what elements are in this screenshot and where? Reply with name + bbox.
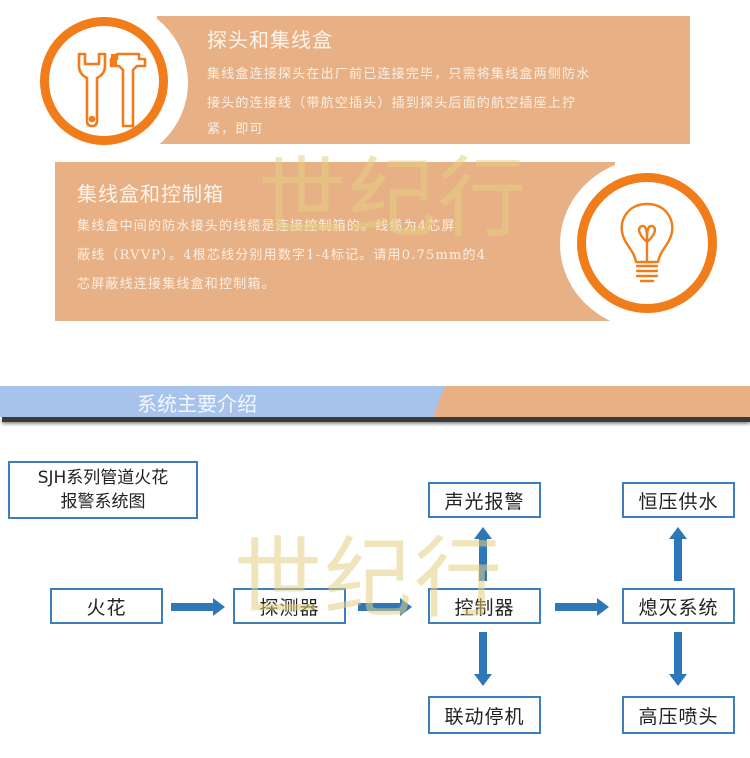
node-extinguish: 熄灭系统 — [622, 588, 735, 624]
tools-icon — [77, 52, 147, 128]
panel-body: 集线盒连接探头在出厂前已连接完毕，只需将集线盒两侧防水 接头的连接线（带航空插头… — [207, 60, 687, 144]
panel-body-line: 蔽线（RVVP）。4根芯线分别用数字1-4标记。请用0.75mm的4 — [77, 248, 487, 263]
node-linked-stop: 联动停机 — [428, 696, 541, 734]
lightbulb-icon — [620, 202, 674, 283]
feature-panel-hub-controller: 集线盒和控制箱 集线盒中间的防水接头的线缆是连接控制箱的。线缆为4芯屏 蔽线（R… — [55, 162, 615, 321]
node-controller: 控制器 — [428, 588, 541, 624]
panel-body-line: 集线盒连接探头在出厂前已连接完毕，只需将集线盒两侧防水 — [207, 67, 591, 82]
arrow-down-icon — [669, 632, 687, 686]
tools-icon-ring — [40, 17, 168, 145]
panel-body-line: 芯屏蔽线连接集线盒和控制箱。 — [77, 277, 276, 292]
panel-title: 探头和集线盒 — [207, 28, 333, 52]
feature-panel-probe-hub: 探头和集线盒 集线盒连接探头在出厂前已连接完毕，只需将集线盒两侧防水 接头的连接… — [157, 16, 690, 144]
panel-title: 集线盒和控制箱 — [77, 182, 224, 206]
section-title: 系统主要介绍 — [137, 392, 257, 416]
node-nozzle: 高压喷头 — [622, 696, 735, 734]
node-water-supply: 恒压供水 — [622, 482, 735, 518]
panel-body: 集线盒中间的防水接头的线缆是连接控制箱的。线缆为4芯屏 蔽线（RVVP）。4根芯… — [77, 212, 577, 299]
diagram-caption-line: 报警系统图 — [60, 492, 146, 512]
panel-body-line: 集线盒中间的防水接头的线缆是连接控制箱的。线缆为4芯屏 — [77, 219, 456, 234]
banner-shadow — [2, 416, 750, 422]
panel-body-line: 紧，即可 — [207, 122, 264, 137]
lightbulb-icon-ring — [577, 173, 717, 313]
diagram-caption-line: SJH系列管道火花 — [37, 468, 169, 488]
banner-accent — [433, 386, 750, 417]
diagram-caption: SJH系列管道火花 报警系统图 — [8, 461, 198, 519]
node-spark: 火花 — [50, 588, 163, 624]
arrow-right-icon — [358, 598, 412, 616]
node-detector: 探测器 — [233, 588, 346, 624]
panel-body-line: 接头的连接线（带航空插头）插到探头后面的航空插座上拧 — [207, 96, 577, 111]
arrow-right-icon — [171, 598, 225, 616]
arrow-right-icon — [555, 598, 609, 616]
arrow-down-icon — [474, 632, 492, 686]
node-alarm: 声光报警 — [428, 482, 541, 518]
arrow-up-icon — [669, 527, 687, 581]
arrow-up-icon — [474, 527, 492, 581]
